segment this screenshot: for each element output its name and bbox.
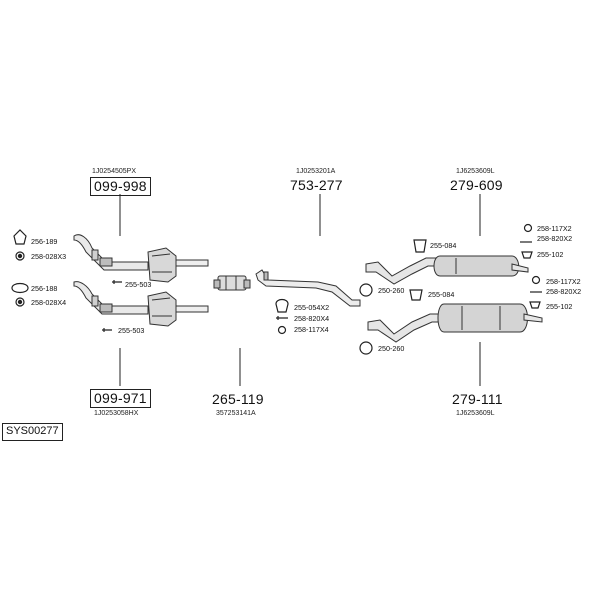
oem-number-265-119: 357253141A	[216, 410, 256, 417]
clamp-icon	[275, 298, 289, 313]
bolt-icon	[276, 316, 288, 320]
oem-number-099-998: 1J0254505PX	[92, 168, 136, 175]
oem-number-753-277: 1J0253201A	[296, 168, 336, 175]
washer-icon	[523, 223, 533, 233]
accessory-label[interactable]: 258-820X2	[537, 234, 573, 243]
hanger-icon	[521, 251, 533, 259]
rubber-mount-icon	[409, 289, 423, 301]
clamp-ring-icon	[359, 283, 373, 297]
part-number-099-998[interactable]: 099-998	[90, 177, 151, 196]
bolt-icon	[102, 328, 112, 332]
part-number-753-277[interactable]: 753-277	[290, 177, 343, 193]
accessory-label[interactable]: 258-820X2	[546, 287, 582, 296]
front-pipe-catalyst-lower	[73, 281, 209, 327]
washer-icon	[277, 325, 287, 335]
accessory-label[interactable]: 256-188	[31, 284, 58, 293]
oem-number-279-609: 1J6253609L	[456, 168, 495, 175]
accessory-label[interactable]: 258-028X4	[31, 298, 67, 307]
washer-icon	[531, 275, 541, 285]
hanger-icon	[529, 301, 541, 309]
system-code: SYS00277	[2, 423, 63, 441]
accessory-label[interactable]: 255-054X2	[294, 303, 330, 312]
clamp-ring-icon	[359, 341, 373, 355]
accessory-label[interactable]: 250-260	[378, 344, 405, 353]
intermediate-pipe	[255, 269, 361, 307]
accessory-label[interactable]: 256-189	[31, 237, 58, 246]
rubber-mount-icon	[413, 239, 427, 253]
part-number-265-119[interactable]: 265-119	[212, 391, 264, 407]
accessory-label[interactable]: 258-117X2	[537, 224, 572, 233]
part-number-279-609[interactable]: 279-609	[450, 177, 503, 193]
accessory-label[interactable]: 258-820X4	[294, 314, 330, 323]
accessory-label[interactable]: 255-102	[546, 302, 573, 311]
accessory-label[interactable]: 255-102	[537, 250, 564, 259]
accessory-label[interactable]: 255-084	[430, 241, 457, 250]
oem-number-279-111: 1J6253609L	[456, 410, 495, 417]
accessory-label[interactable]: 258-117X2	[546, 277, 581, 286]
pipe-connector	[213, 275, 251, 291]
accessory-label[interactable]: 255-503	[125, 280, 152, 289]
gasket-icon	[13, 229, 27, 245]
accessory-label[interactable]: 255-503	[118, 326, 145, 335]
accessory-label[interactable]: 255-084	[428, 290, 455, 299]
part-number-099-971[interactable]: 099-971	[90, 389, 151, 408]
rear-muffler-upper	[365, 255, 529, 285]
front-pipe-catalyst-upper	[73, 234, 209, 283]
accessory-label[interactable]: 258-117X4	[294, 325, 329, 334]
accessory-label[interactable]: 258-028X3	[31, 252, 67, 261]
accessory-label[interactable]: 250-260	[378, 286, 405, 295]
part-number-279-111[interactable]: 279-111	[452, 391, 503, 407]
rear-muffler-lower	[367, 303, 543, 343]
bolt-icon	[112, 280, 122, 284]
gasket-icon	[11, 282, 29, 294]
oem-number-099-971: 1J0253058HX	[94, 410, 139, 417]
